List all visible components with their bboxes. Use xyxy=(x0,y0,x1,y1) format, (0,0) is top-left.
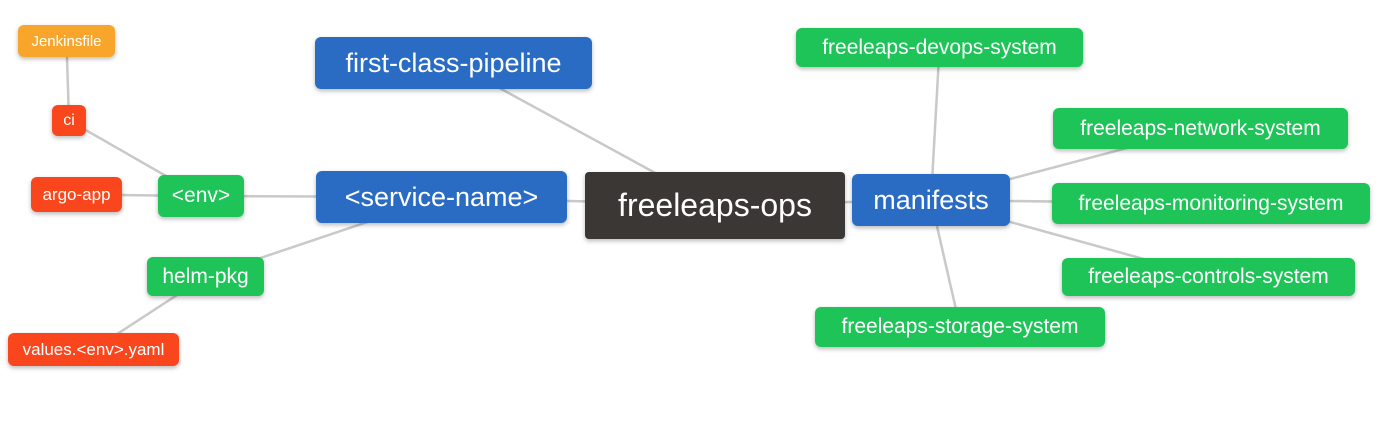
node-freeleaps-ops-root[interactable]: freeleaps-ops xyxy=(585,172,845,239)
node-values-env-yaml[interactable]: values.<env>.yaml xyxy=(8,333,179,366)
node-jenkinsfile[interactable]: Jenkinsfile xyxy=(18,25,115,57)
node-ci[interactable]: ci xyxy=(52,105,86,136)
node-env[interactable]: <env> xyxy=(158,175,244,217)
node-freeleaps-controls-system[interactable]: freeleaps-controls-system xyxy=(1062,258,1355,296)
node-freeleaps-devops-system[interactable]: freeleaps-devops-system xyxy=(796,28,1083,67)
node-service-name[interactable]: <service-name> xyxy=(316,171,567,223)
node-freeleaps-monitoring-system[interactable]: freeleaps-monitoring-system xyxy=(1052,183,1370,224)
node-freeleaps-storage-system[interactable]: freeleaps-storage-system xyxy=(815,307,1105,347)
node-argo-app[interactable]: argo-app xyxy=(31,177,122,212)
node-manifests[interactable]: manifests xyxy=(852,174,1010,226)
node-freeleaps-network-system[interactable]: freeleaps-network-system xyxy=(1053,108,1348,149)
node-helm-pkg[interactable]: helm-pkg xyxy=(147,257,264,296)
node-first-class-pipeline[interactable]: first-class-pipeline xyxy=(315,37,592,89)
